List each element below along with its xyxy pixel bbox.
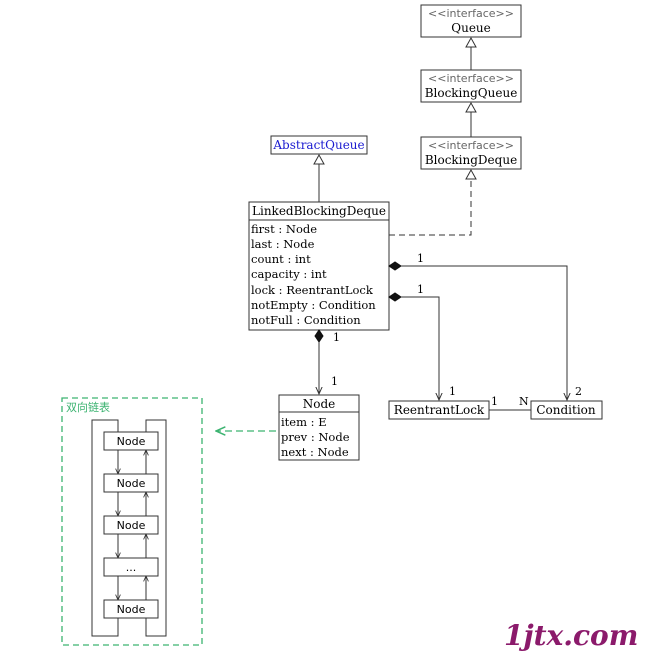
lbd-field: last : Node: [251, 237, 315, 251]
mult-lbd-node-dst: 1: [331, 375, 338, 388]
blocking-deque-stereotype: <<interface>>: [428, 139, 514, 152]
doubly-linked-list-frame: 双向链表: [61, 397, 203, 646]
composition-lbd-lock: 1 1: [388, 283, 456, 400]
mult-condition-dst: 2: [575, 385, 582, 398]
composition-lbd-condition: 1 2: [388, 252, 582, 400]
mult-lock-dst: 1: [449, 385, 456, 398]
lbd-field: count : int: [251, 252, 311, 266]
linked-blocking-deque-box: LinkedBlockingDeque first : Node last : …: [248, 201, 390, 331]
node-field: prev : Node: [281, 430, 350, 444]
lbd-field: capacity : int: [251, 267, 327, 281]
blocking-queue-interface-box: <<interface>> BlockingQueue: [420, 69, 522, 103]
list-node-box: [103, 599, 159, 619]
list-node-label: Node: [117, 477, 146, 490]
blocking-deque-name: BlockingDeque: [425, 153, 517, 167]
composition-lbd-node: 1 1: [314, 329, 340, 394]
reentrant-lock-name: ReentrantLock: [394, 403, 485, 417]
linked-list-loop-lines: [91, 419, 167, 637]
blocking-queue-name: BlockingQueue: [425, 86, 518, 100]
association-lock-condition: 1 N: [489, 395, 531, 411]
list-node-box: [103, 473, 159, 493]
mult-lbd-node-src: 1: [333, 331, 340, 344]
mult-lbd-condition: 1: [417, 252, 424, 265]
queue-name: Queue: [451, 21, 491, 35]
reentrant-lock-box: ReentrantLock: [388, 400, 490, 420]
list-node-label: Node: [117, 519, 146, 532]
extends-blockingdeque-blockingqueue: [465, 101, 477, 137]
list-node-box: [103, 515, 159, 535]
mult-lock-condition-cond: N: [519, 395, 529, 408]
node-class-box: Node item : E prev : Node next : Node: [278, 394, 360, 461]
lbd-field: lock : ReentrantLock: [251, 283, 374, 297]
linked-list-title: 双向链表: [66, 400, 110, 414]
mult-lock-condition-lock: 1: [491, 395, 498, 408]
queue-stereotype: <<interface>>: [428, 7, 514, 20]
condition-name: Condition: [536, 403, 596, 417]
list-node-label: Node: [117, 603, 146, 616]
list-node-box: [103, 431, 159, 451]
blocking-queue-stereotype: <<interface>>: [428, 72, 514, 85]
lbd-field: notFull : Condition: [251, 313, 361, 327]
implements-lbd-blockingdeque: [389, 168, 477, 236]
lbd-field: notEmpty : Condition: [251, 298, 376, 312]
watermark: 1jtx.com: [504, 619, 638, 652]
node-field: next : Node: [281, 445, 349, 459]
abstract-queue-name: AbstractQueue: [272, 138, 364, 152]
list-node-label: ...: [126, 561, 137, 574]
condition-box: Condition: [530, 400, 603, 420]
lbd-class-name: LinkedBlockingDeque: [252, 204, 386, 218]
mult-lbd-lock: 1: [417, 283, 424, 296]
lbd-field: first : Node: [251, 222, 317, 236]
node-class-name: Node: [303, 397, 336, 411]
extends-blockingqueue-queue: [465, 36, 477, 70]
abstract-queue-box: AbstractQueue: [270, 135, 368, 155]
node-field: item : E: [281, 415, 327, 429]
list-node-box: [103, 557, 159, 577]
list-node-label: Node: [117, 435, 146, 448]
blocking-deque-interface-box: <<interface>> BlockingDeque: [420, 136, 522, 170]
queue-interface-box: <<interface>> Queue: [420, 4, 522, 38]
extends-lbd-abstractqueue: [313, 153, 325, 202]
